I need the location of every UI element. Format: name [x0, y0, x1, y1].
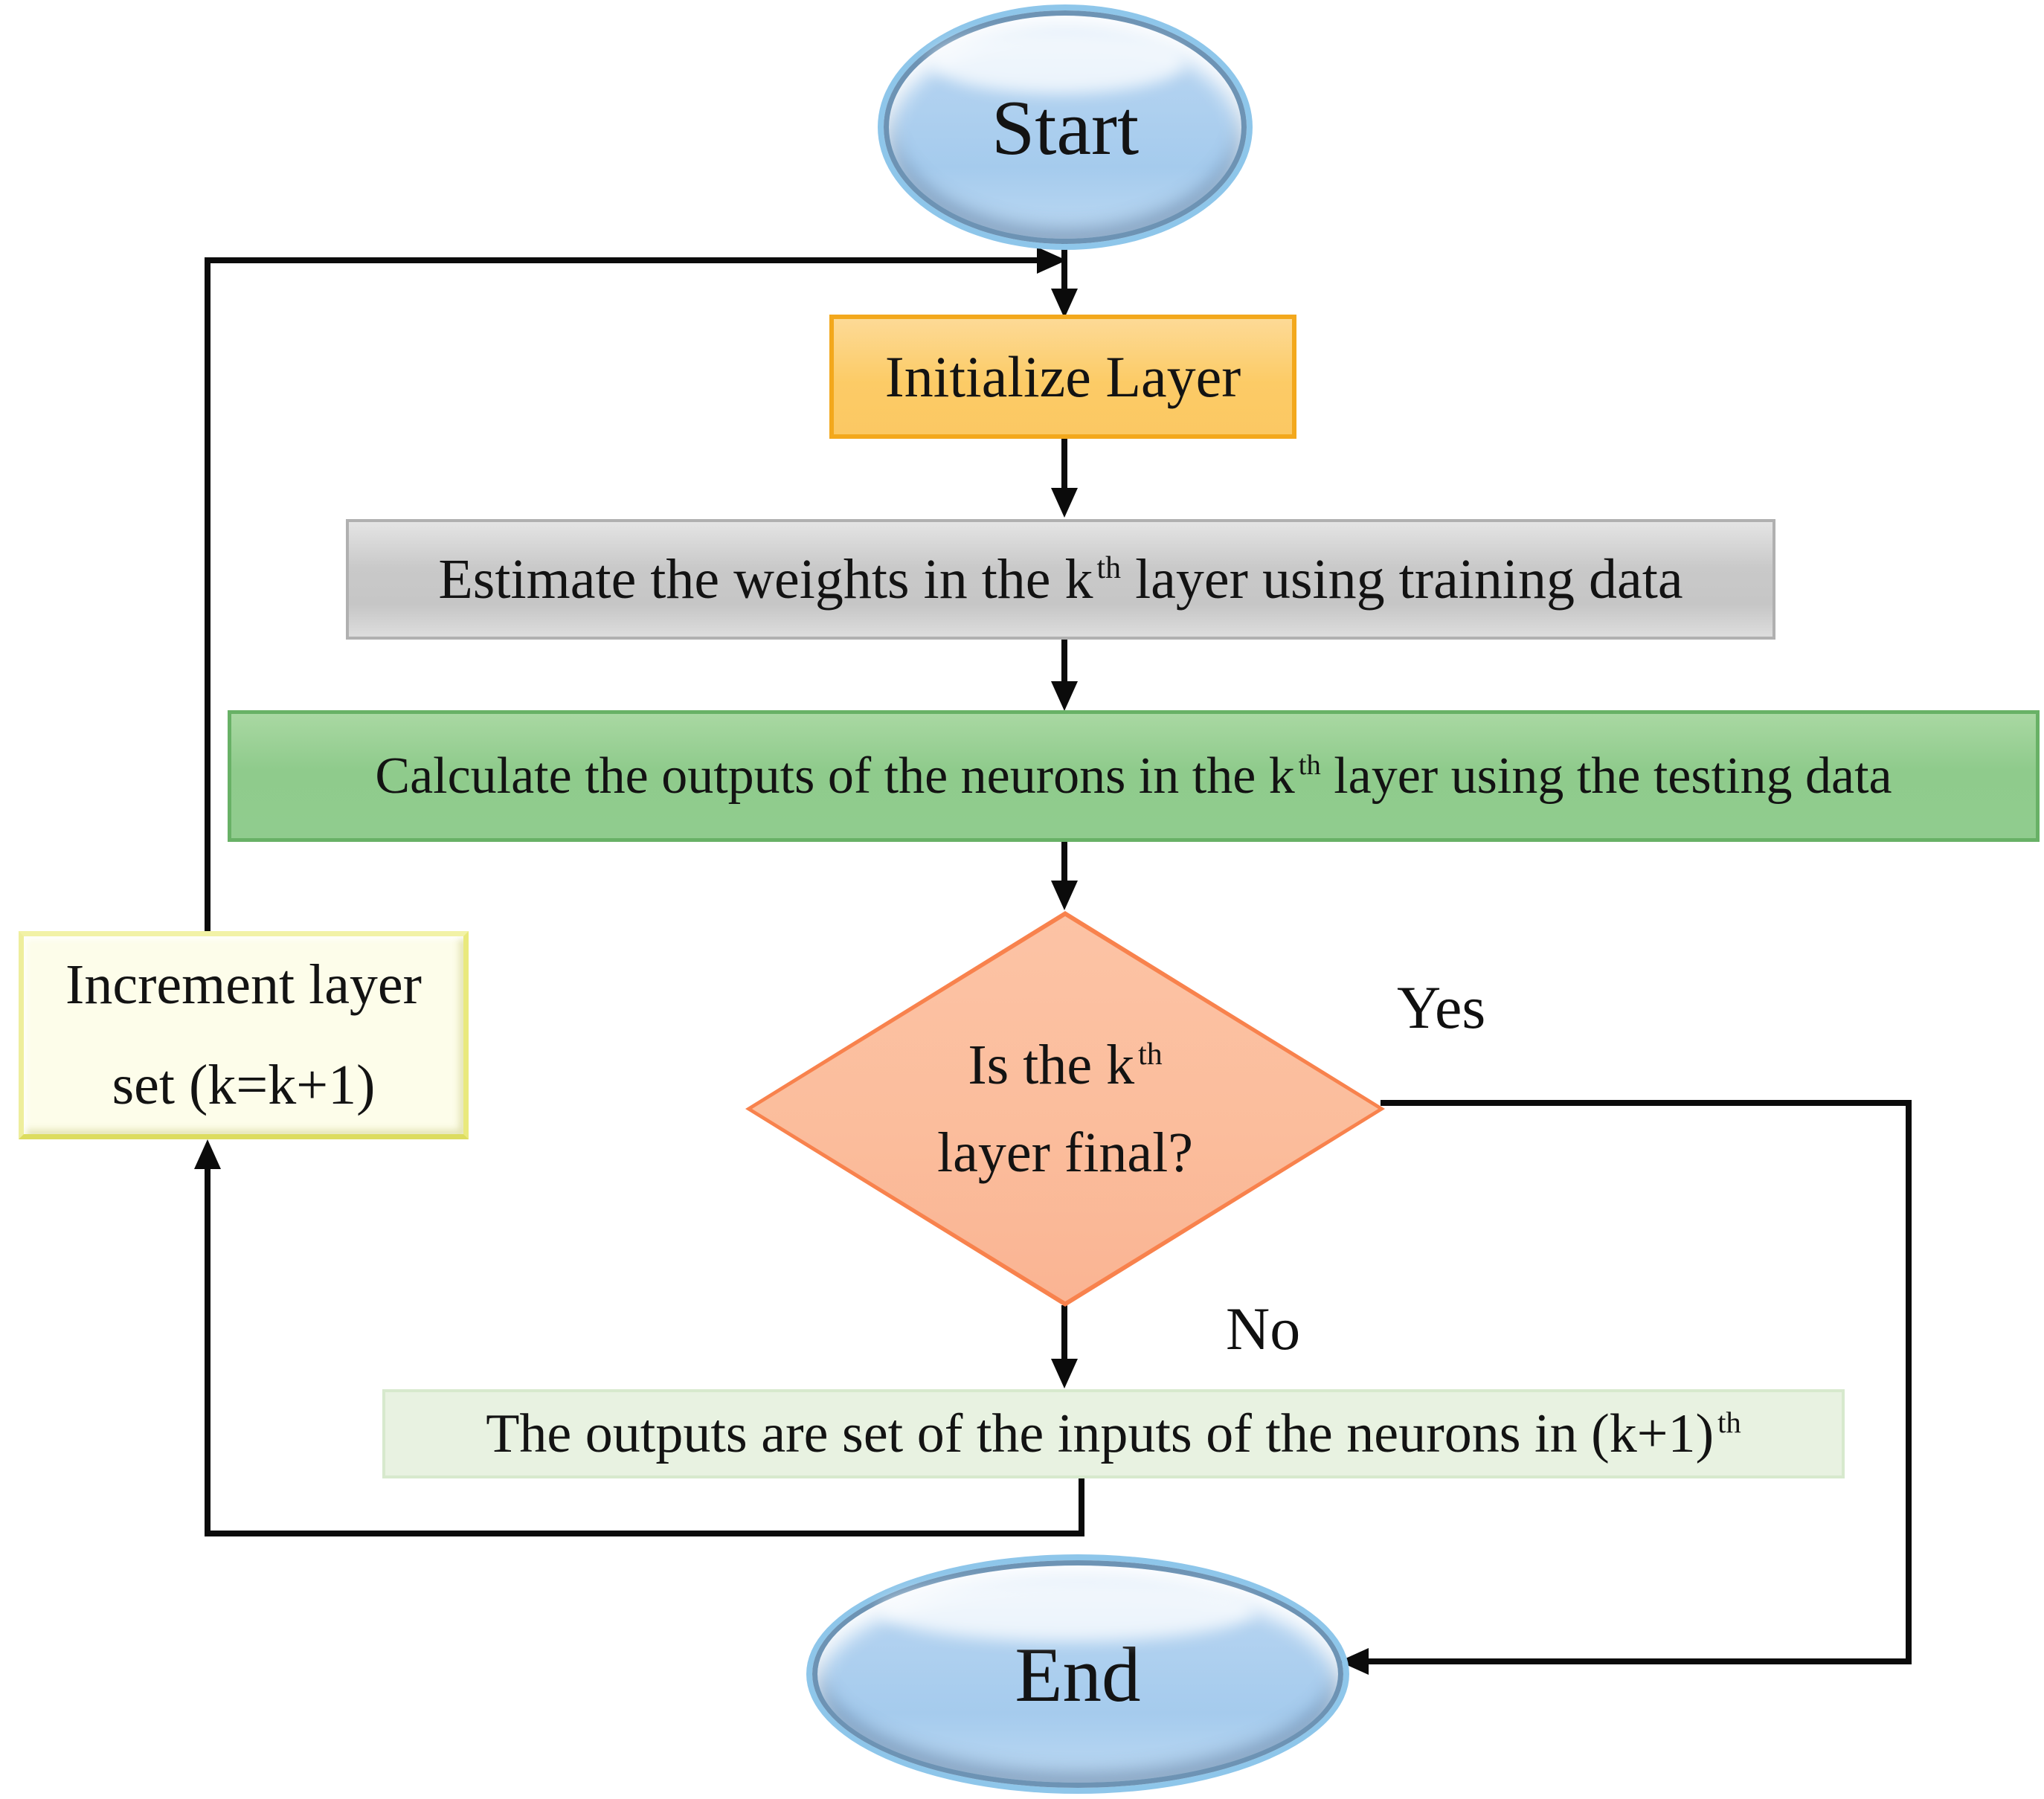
arrowhead-calculate: [1051, 681, 1078, 711]
gloss-highlight: [931, 31, 1186, 94]
initialize-label: Initialize Layer: [884, 344, 1241, 409]
flow-line-increment-up: [205, 1166, 210, 1536]
gloss-highlight: [880, 1580, 1255, 1642]
flow-line-decision-outputs: [1061, 1305, 1067, 1361]
superscript-th: th: [1717, 1406, 1741, 1440]
start-label: Start: [991, 83, 1140, 171]
flow-line-initialize-estimate: [1061, 437, 1067, 491]
superscript-th: th: [1096, 551, 1122, 586]
increment-label-line1: Increment layer: [65, 953, 422, 1016]
flow-line-loop-top: [205, 257, 1045, 263]
flow-line-calculate-decision: [1061, 839, 1067, 882]
flow-line-yes-horizontal: [1381, 1100, 1912, 1106]
increment-layer-box: Increment layer set (k=k+1): [19, 931, 469, 1139]
flow-line-estimate-calculate: [1061, 638, 1067, 683]
no-label: No: [1226, 1295, 1301, 1362]
superscript-th: th: [1138, 1037, 1163, 1072]
yes-label: Yes: [1397, 973, 1486, 1041]
increment-label-line2: set (k=k+1): [112, 1054, 376, 1116]
calculate-outputs-box: Calculate the outputs of the neurons in …: [228, 710, 2040, 842]
outputs-box: The outputs are set of the inputs of the…: [382, 1389, 1845, 1478]
arrowhead-outputs: [1051, 1359, 1078, 1388]
arrowhead-decision: [1051, 881, 1078, 910]
flow-line-bottom-horizontal: [205, 1531, 1084, 1536]
flow-line-outputs-down: [1079, 1475, 1084, 1536]
arrowhead-end: [1339, 1648, 1369, 1675]
start-terminal: Start: [884, 10, 1247, 244]
end-terminal: End: [812, 1560, 1343, 1788]
arrowhead-estimate: [1051, 488, 1078, 518]
calculate-label: Calculate the outputs of the neurons in …: [375, 747, 1892, 805]
flow-line-loop-left: [205, 257, 210, 934]
flow-line-start-initialize: [1061, 231, 1067, 292]
outputs-label: The outputs are set of the inputs of the…: [486, 1403, 1741, 1464]
initialize-layer-box: Initialize Layer: [829, 315, 1296, 439]
end-label: End: [1015, 1630, 1141, 1718]
flow-line-yes-vertical: [1906, 1100, 1912, 1664]
superscript-th: th: [1298, 750, 1321, 782]
flow-line-yes-into-end: [1366, 1658, 1912, 1664]
arrowhead-increment: [194, 1139, 221, 1169]
arrowhead-initialize: [1051, 289, 1078, 318]
